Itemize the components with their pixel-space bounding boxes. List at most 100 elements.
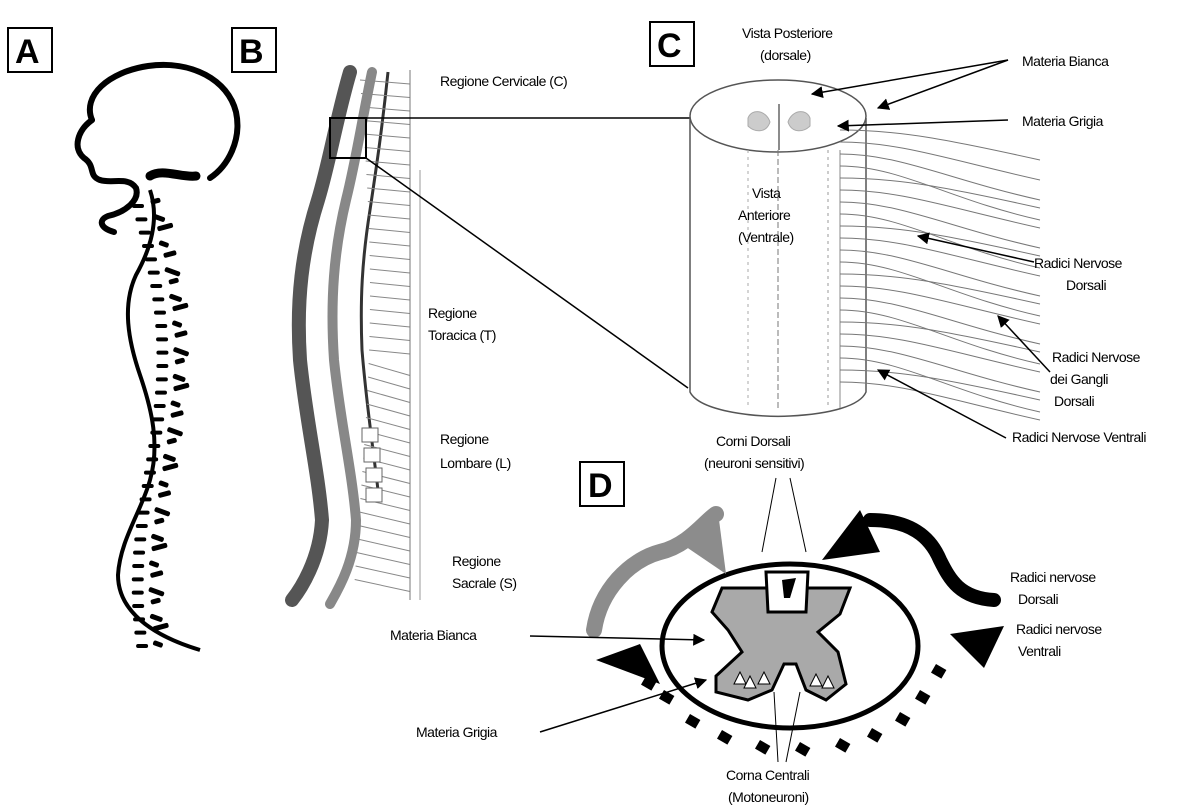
vertebral-column	[118, 190, 200, 650]
outflow-dot	[685, 714, 700, 729]
dorsal-roots-label-c-1: Radici Nervose	[1034, 255, 1123, 271]
nerve-root-line	[368, 377, 410, 389]
cervical-region-label: Regione Cervicale (C)	[440, 73, 567, 89]
ganglia-roots-label-1: Radici Nervose	[1052, 349, 1141, 365]
vertebra-mark	[172, 373, 186, 382]
anterior-view-label-2: Anteriore	[738, 207, 791, 223]
dorsal-roots-label-d-1: Radici nervose	[1010, 569, 1096, 585]
nerve-root-line	[364, 134, 410, 138]
vertebra-mark	[168, 277, 179, 284]
nerve-root-line	[370, 269, 410, 273]
posterior-view-label-1: Vista Posteriore	[742, 25, 833, 41]
nerve-root-line	[369, 337, 410, 341]
nerve-root-line	[368, 202, 410, 206]
panel-a: A	[8, 28, 237, 650]
vertebra-mark	[148, 444, 160, 448]
vertebra-mark	[155, 391, 167, 395]
posterior-view-label-2: (dorsale)	[760, 47, 811, 63]
vertebra-mark	[133, 551, 145, 555]
lumbar-region-label-1: Regione	[440, 431, 489, 447]
vertebra-mark	[139, 231, 151, 235]
vertebra-mark	[169, 293, 183, 302]
vertebra-mark	[173, 347, 190, 357]
vertebra-mark	[148, 271, 160, 275]
vertebra-mark	[150, 284, 162, 288]
cord-root-strand	[840, 190, 1040, 228]
cord-root-strand	[840, 130, 1040, 160]
nerve-root-line	[356, 553, 410, 565]
vertebra-mark	[149, 560, 160, 568]
vertebra-mark	[135, 217, 147, 221]
gray-matter-label-d: Materia Grigia	[416, 724, 498, 740]
vertebra-mark	[150, 431, 162, 435]
outflow-dot	[867, 728, 882, 743]
ventral-roots-label-d-2: Ventrali	[1018, 643, 1061, 659]
vertebra-mark	[146, 457, 158, 461]
vertebra-mark	[142, 244, 154, 248]
vertebra-mark	[172, 320, 183, 328]
panel-d: D Corni Dorsali (neuroni sensitivi)	[390, 433, 1102, 805]
vertebra-mark	[154, 311, 166, 315]
outflow-dot	[915, 690, 930, 705]
vertebra-mark	[152, 417, 164, 421]
outflow-dot	[717, 730, 732, 745]
central-horns-label-2: (Motoneuroni)	[728, 789, 809, 805]
cord-root-strand	[840, 334, 1040, 372]
lumbar-segment-boxes	[362, 428, 382, 502]
vertebra-mark	[167, 427, 184, 437]
vertebra-mark	[151, 533, 165, 542]
nerve-root-line	[369, 229, 410, 233]
nerve-root-line	[365, 148, 410, 152]
dorsal-root-arrow	[870, 520, 994, 600]
sacral-region-label-2: Sacrale (S)	[452, 575, 517, 591]
vertebra-mark	[158, 240, 169, 248]
vertebra-mark	[150, 597, 161, 604]
sacral-region-label-1: Regione	[452, 553, 501, 569]
vertebra-mark	[156, 377, 168, 381]
vertebra-mark	[170, 410, 184, 418]
cord-root-strand	[840, 382, 1040, 420]
dorsal-roots-label-d-2: Dorsali	[1018, 591, 1058, 607]
vertebra-mark	[155, 324, 167, 328]
panel-c-label: C	[657, 27, 682, 65]
vertebra-mark	[132, 204, 144, 208]
outflow-dot	[895, 712, 910, 727]
vertebra-mark	[134, 537, 146, 541]
nerve-root-line	[370, 323, 410, 327]
cord-cross-section	[690, 80, 866, 152]
nerve-root-line	[357, 539, 410, 551]
vertebra-mark	[156, 351, 168, 355]
vertebra-mark	[140, 497, 152, 501]
white-matter-label-c: Materia Bianca	[1022, 53, 1109, 69]
thoracic-region-label-1: Regione	[428, 305, 477, 321]
nerve-root-line	[370, 310, 410, 314]
ganglia-roots-label-2: dei Gangli	[1050, 371, 1108, 387]
vertebra-mark	[173, 383, 190, 392]
vertebra-mark	[142, 484, 154, 488]
cord-root-strand	[840, 346, 1040, 392]
anterior-view-label-1: Vista	[752, 185, 781, 201]
head-silhouette	[78, 65, 238, 232]
anterior-view-label-3: (Ventrale)	[738, 229, 794, 245]
ventral-roots-label-c: Radici Nervose Ventrali	[1012, 429, 1146, 445]
panel-c: C Vista Posteriore (dorsale) Vista Anter…	[650, 22, 1146, 445]
vertebra-mark	[174, 357, 185, 364]
panel-b: B Regione Cervicale (C)	[232, 28, 690, 604]
nerve-root-line	[367, 404, 410, 416]
vertebra-mark	[144, 471, 156, 475]
nerve-root-line	[369, 242, 410, 246]
nerve-root-line	[355, 580, 410, 592]
vertebra-mark	[170, 400, 181, 408]
vertebra-mark	[132, 564, 144, 568]
vertebra-mark	[174, 330, 188, 338]
vertebra-mark	[138, 511, 150, 515]
vertebra-mark	[134, 631, 146, 635]
outflow-dot	[755, 740, 770, 755]
vertebra-mark	[150, 570, 164, 578]
vertebra-mark	[132, 591, 144, 595]
dorsal-horns-label-1: Corni Dorsali	[716, 433, 791, 449]
cord-nerve-roots	[840, 130, 1040, 420]
nerve-root-line	[356, 566, 410, 578]
nerve-root-line	[366, 175, 410, 179]
central-horns-label-1: Corna Centrali	[726, 767, 810, 783]
